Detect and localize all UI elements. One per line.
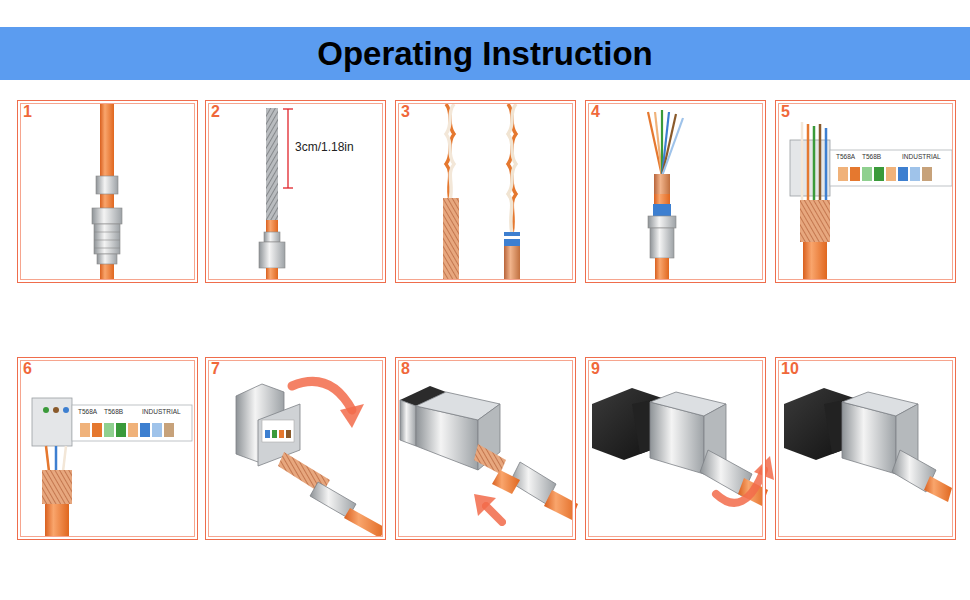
step-number: 1 [18,101,32,120]
page-title: Operating Instruction [0,27,970,80]
step-panel: 4 [585,100,766,283]
step-panel: 5 [775,100,956,283]
step-panel: 7 [205,357,386,540]
step-panel: 6 [17,357,198,540]
step-number: 8 [396,358,410,377]
step-number: 9 [586,358,600,377]
panel-7-art [236,381,386,538]
step-number: 10 [776,358,799,377]
panel-5-art [790,122,952,283]
step-panel: 1 [17,100,198,283]
step-panel: 10 [775,357,956,540]
step-number: 3 [396,101,410,120]
wiring-standard-label: T568A [78,408,97,415]
type-label: INDUSTRIAL [142,408,181,415]
panel-1-art [92,102,122,282]
panel-10-art [784,388,952,502]
step-number: 4 [586,101,600,120]
wiring-standard-label: T568A [836,153,855,160]
type-label: INDUSTRIAL [902,153,941,160]
panel-8-art [400,386,578,522]
step-number: 7 [206,358,220,377]
step-number: 2 [206,101,220,120]
step-panel: 3 [395,100,576,283]
step-panel: 2 [205,100,386,283]
step-panel: 9 [585,357,766,540]
wiring-standard-label: T568B [104,408,123,415]
step-panel: 8 [395,357,576,540]
panel-6-art [32,398,192,538]
panel-4-art [648,110,683,283]
panel-2-art [259,108,293,283]
step-number: 5 [776,101,790,120]
step-number: 6 [18,358,32,377]
panel-9-art [592,388,774,506]
wiring-standard-label: T568B [862,153,881,160]
dimension-label: 3cm/1.18in [295,141,354,154]
panel-3-art [443,104,520,283]
